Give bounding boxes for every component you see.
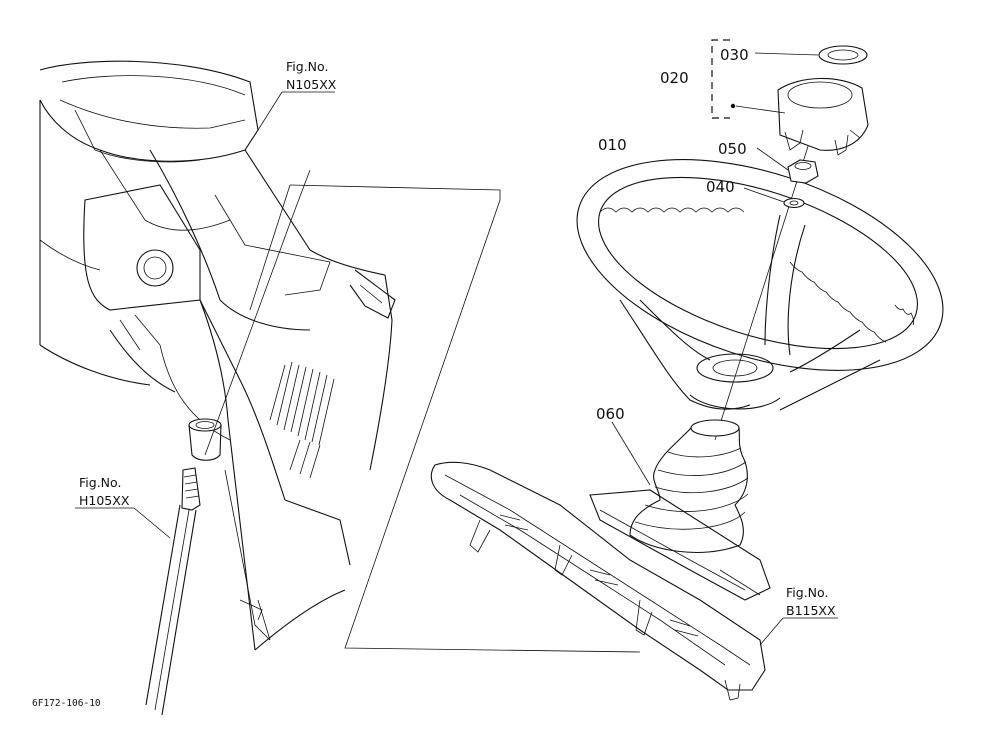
horn-cap-020 xyxy=(777,77,869,156)
washer-040 xyxy=(783,197,805,209)
figure-code: 6F172-106-10 xyxy=(32,698,101,709)
dash-panel xyxy=(39,60,396,566)
lower-bracket xyxy=(430,461,766,701)
leader-line xyxy=(735,105,786,114)
column-cover-panel xyxy=(199,274,393,651)
section-frame xyxy=(249,184,641,653)
part-label-020: 020 xyxy=(660,69,689,87)
boot-060 xyxy=(589,419,771,601)
emblem-030 xyxy=(818,45,868,65)
leader-line xyxy=(204,214,294,456)
part-label-060: 060 xyxy=(596,405,625,423)
leader-line xyxy=(292,169,311,216)
steering-wheel xyxy=(576,159,944,411)
part-label-050: 050 xyxy=(718,140,747,158)
fig-ref-top-left-line1: Fig.No. xyxy=(286,59,328,74)
assembly-dot xyxy=(730,103,736,109)
leaders xyxy=(75,52,838,646)
part-label-030: 030 xyxy=(720,46,749,64)
steering-shaft xyxy=(145,467,201,716)
fig-ref-top-left-line2: N105XX xyxy=(286,77,337,92)
nut-050 xyxy=(787,159,819,184)
fig-ref-bottom-right-line1: Fig.No. xyxy=(786,585,828,600)
fig-ref-left-line1: Fig.No. xyxy=(79,475,121,490)
part-label-040: 040 xyxy=(706,178,735,196)
column-bushing xyxy=(188,418,222,461)
fig-ref-bottom-right-line2: B115XX xyxy=(786,603,836,618)
part-label-010: 010 xyxy=(598,136,627,154)
fig-ref-left-line2: H105XX xyxy=(79,493,130,508)
axis-line xyxy=(714,139,811,441)
